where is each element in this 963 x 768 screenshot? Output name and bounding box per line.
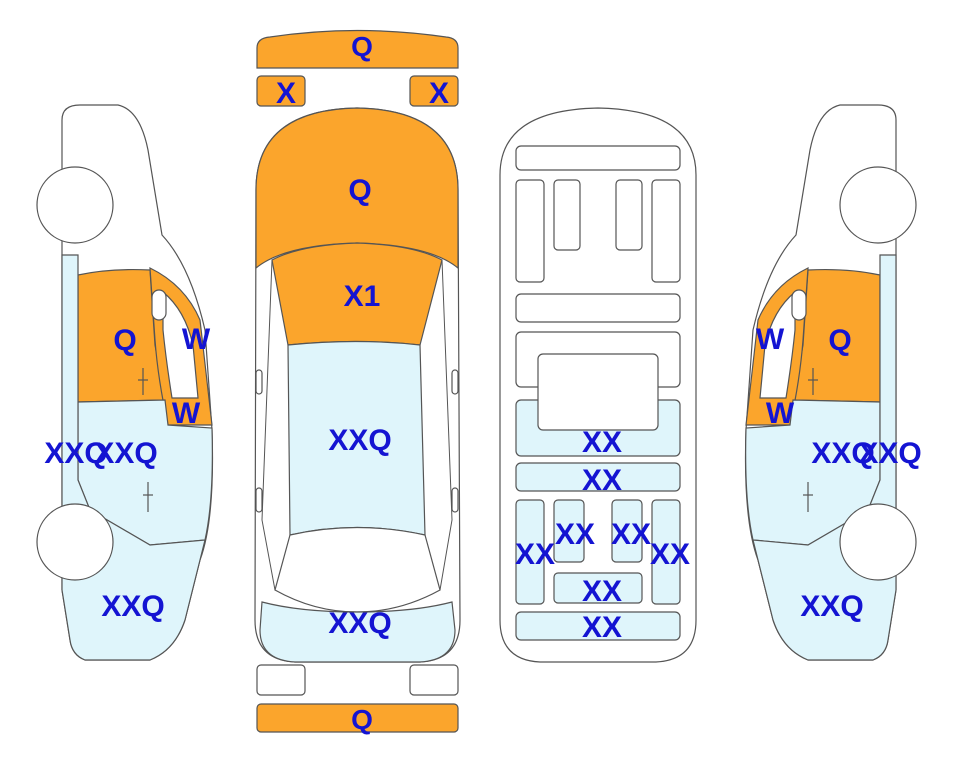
left-side-view	[36, 104, 214, 661]
label-left-window-lower: W	[172, 397, 201, 430]
label-front-left-lamp: X	[276, 77, 296, 110]
right-door-handle-2	[803, 482, 813, 512]
right-mirror-top-2	[451, 487, 459, 513]
underbody-left-mid[interactable]	[553, 499, 585, 563]
label-right-quarter: XXQ	[800, 590, 863, 623]
left-front-wheel	[36, 166, 114, 244]
underbody-right-mid[interactable]	[611, 499, 643, 563]
underbody-floor-2[interactable]	[515, 462, 681, 492]
label-floor-left-rail: XX	[515, 538, 555, 571]
label-right-window-lower: W	[766, 397, 795, 430]
left-mirror-top	[255, 369, 263, 395]
label-hood: Q	[348, 174, 371, 207]
label-floor-3: XX	[582, 575, 622, 608]
label-right-window-upper: W	[756, 323, 785, 356]
front-bumper[interactable]	[256, 29, 459, 69]
left-pillar-line	[261, 259, 276, 591]
right-side-view	[744, 104, 917, 661]
rear-window	[274, 526, 441, 613]
label-roof: XXQ	[328, 424, 391, 457]
right-mirror-top	[451, 369, 459, 395]
right-mirror	[791, 289, 807, 321]
left-rear-wheel	[36, 503, 114, 581]
label-floor-left-mid: XX	[555, 518, 595, 551]
label-floor-4: XX	[582, 611, 622, 644]
label-left-rear-door-b: XXQ	[94, 437, 157, 470]
underbody-right-front-inner	[615, 179, 643, 251]
right-window-glass	[759, 290, 796, 399]
label-left-rear-door-a: XXQ	[44, 437, 107, 470]
label-trunk-lid: XXQ	[328, 607, 391, 640]
label-floor-right-mid: XX	[611, 518, 651, 551]
label-left-quarter: XXQ	[101, 590, 164, 623]
underbody-left-front-inner	[553, 179, 581, 251]
front-right-lamp[interactable]	[409, 75, 459, 107]
front-left-lamp[interactable]	[256, 75, 306, 107]
underbody-left-rail[interactable]	[515, 499, 545, 605]
right-door-handle-1	[808, 368, 818, 395]
underbody-firewall	[515, 293, 681, 323]
label-right-rear-door-a: XXQ	[811, 437, 874, 470]
left-door-handle-1	[138, 368, 148, 395]
label-right-rear-door-b: XXQ	[858, 437, 921, 470]
underbody-right-front-rail	[651, 179, 681, 283]
label-windshield: X1	[344, 280, 381, 313]
label-floor-1: XX	[582, 426, 622, 459]
underbody-left-front-rail	[515, 179, 545, 283]
right-rear-wheel	[839, 503, 917, 581]
right-pillar-line	[439, 259, 453, 591]
label-floor-right-rail: XX	[650, 538, 690, 571]
underbody-tunnel	[537, 353, 659, 431]
right-front-wheel	[839, 166, 917, 244]
underbody-front-crossmember	[515, 145, 681, 171]
rear-right-lamp	[409, 664, 459, 696]
left-mirror	[151, 289, 167, 321]
underbody-right-rail[interactable]	[651, 499, 681, 605]
damage-labels: Q X X Q X1 XXQ XXQ Q Q W W XXQ XXQ XXQ Q…	[44, 31, 921, 735]
left-window-glass	[162, 290, 199, 399]
label-front-bumper: Q	[351, 31, 373, 62]
label-floor-2: XX	[582, 464, 622, 497]
underbody-floor-3[interactable]	[553, 572, 643, 604]
rear-bumper[interactable]	[256, 703, 459, 733]
label-right-front-door: Q	[828, 324, 851, 357]
label-front-right-lamp: X	[429, 77, 449, 110]
label-left-window-upper: W	[182, 323, 211, 356]
label-rear-bumper: Q	[351, 704, 373, 735]
left-door-handle-2	[143, 482, 153, 512]
rear-left-lamp	[256, 664, 306, 696]
trunk-lid[interactable]	[259, 601, 456, 663]
underbody-view	[499, 107, 697, 663]
underbody-floor-4[interactable]	[515, 611, 681, 641]
left-mirror-top-2	[255, 487, 263, 513]
top-view	[254, 29, 461, 733]
label-left-front-door: Q	[113, 324, 136, 357]
